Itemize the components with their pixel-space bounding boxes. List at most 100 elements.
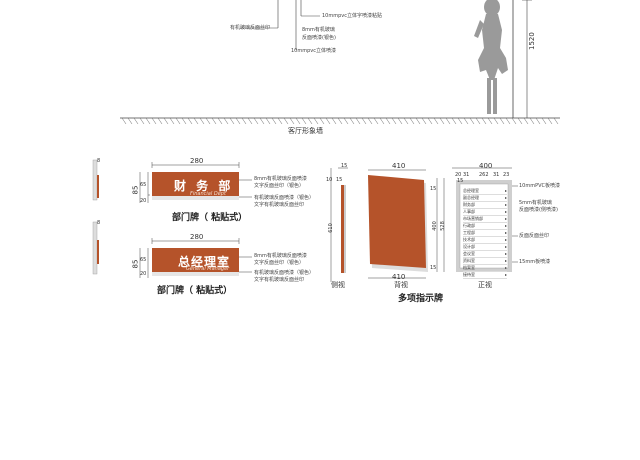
- floor-hatch: [487, 117, 493, 125]
- floor-hatch: [193, 117, 199, 125]
- woman-silhouette: [474, 0, 508, 114]
- floor-hatch: [337, 117, 343, 125]
- dir-row: 财务部▸: [463, 202, 507, 209]
- floor-hatch: [217, 117, 223, 125]
- arrow-icon: ▸: [504, 209, 507, 214]
- sign1-subdim-1: 20: [140, 198, 147, 204]
- dir-back-width: 410: [392, 162, 406, 170]
- floor-hatch: [331, 117, 337, 125]
- dir-note-4: 反面反面丝印: [519, 233, 550, 239]
- dir-back-h-3: 400: [431, 221, 438, 231]
- floor-hatch: [265, 117, 271, 125]
- floor-hatch: [379, 117, 385, 125]
- floor-hatch: [295, 117, 301, 125]
- floor-hatch: [127, 117, 133, 125]
- sign1-side-dim: 8: [97, 158, 101, 164]
- dir-caption: 多项指示牌: [398, 294, 444, 304]
- floor-hatch: [391, 117, 397, 125]
- sign1-subdim-2: 65: [140, 182, 147, 188]
- floor-hatch: [433, 117, 439, 125]
- dir-side-label: 侧视: [331, 281, 345, 289]
- arrow-icon: ▸: [504, 230, 507, 235]
- floor-hatch: [133, 117, 139, 125]
- arrow-icon: ▸: [504, 202, 507, 207]
- callout-silver-paint: 反面喷漆(银色): [302, 35, 336, 41]
- floor-hatch: [523, 117, 529, 125]
- dir-row: 人事部▸: [463, 209, 507, 216]
- floor-hatch: [367, 117, 373, 125]
- sign1-note-4: 文字有机玻璃反面丝印: [254, 202, 305, 208]
- dir-note-5: 15mm板喷漆: [519, 259, 551, 265]
- dir-row: 设计部▸: [463, 244, 507, 251]
- arrow-icon: ▸: [504, 258, 507, 263]
- floor-hatch: [385, 117, 391, 125]
- floor-hatch: [415, 117, 421, 125]
- dir-note-2: 5mm有机玻璃: [519, 200, 552, 206]
- dir-row: 副总经理▸: [463, 195, 507, 202]
- floor-hatch: [469, 117, 475, 125]
- arrow-icon: ▸: [504, 265, 507, 270]
- sign1-title: 财 务 部: [174, 179, 234, 193]
- floor-hatch: [181, 117, 187, 125]
- floor-hatch: [211, 117, 217, 125]
- dir-row: 接待室▸: [463, 272, 507, 279]
- sign2-english: General Manager: [186, 266, 230, 272]
- arrow-icon: ▸: [504, 251, 507, 256]
- floor-hatch: [403, 117, 409, 125]
- arrow-icon: ▸: [504, 272, 507, 277]
- floor-hatch: [253, 117, 259, 125]
- sign2-height-dim: 85: [131, 259, 140, 269]
- floor-hatch: [235, 117, 241, 125]
- callout-pvc-letters: 10mmpvc立体字喷漆粘贴: [322, 13, 382, 19]
- floor-hatch: [325, 117, 331, 125]
- sign1-note-2: 文字反面丝印（银色）: [254, 183, 305, 189]
- sign1-english: Financial Dept: [190, 191, 226, 197]
- floor-hatch: [205, 117, 211, 125]
- floor-hatch: [361, 117, 367, 125]
- floor-hatch: [277, 117, 283, 125]
- dir-front-sub-5: 23: [503, 172, 510, 178]
- floor-hatch: [541, 117, 547, 125]
- floor-hatch: [511, 117, 517, 125]
- floor-hatch: [547, 117, 553, 125]
- floor-hatch: [409, 117, 415, 125]
- sign1-height-dim: 85: [131, 185, 140, 195]
- dir-front-margin: 15: [457, 178, 464, 184]
- dir-side-dim-1: 15: [341, 163, 348, 169]
- sign1-note-1: 8mm有机玻璃反面喷漆: [254, 176, 307, 182]
- callout-acrylic-8mm: 8mm有机玻璃: [302, 27, 335, 33]
- floor-hatch: [421, 117, 427, 125]
- dir-front-top: 400: [479, 162, 493, 170]
- callout-acrylic-print: 有机玻璃反面丝印: [230, 25, 271, 31]
- floor-hatch: [499, 117, 505, 125]
- floor-hatch: [199, 117, 205, 125]
- dir-back-h-1: 15: [430, 186, 437, 192]
- dir-back-h-2: 15: [430, 265, 437, 271]
- arrow-icon: ▸: [504, 244, 507, 249]
- sign2-plate: 总经理室 General Manager: [152, 248, 239, 272]
- floor-hatch: [289, 117, 295, 125]
- floor-hatch: [553, 117, 559, 125]
- floor-hatch: [439, 117, 445, 125]
- dir-rows: 总经理室▸副总经理▸财务部▸人事部▸市场营销部▸行政部▸工程部▸技术部▸设计部▸…: [463, 188, 507, 279]
- dir-row: 总经理室▸: [463, 188, 507, 195]
- floor-hatch: [259, 117, 265, 125]
- floor-hatch: [313, 117, 319, 125]
- sign1-base: [152, 196, 239, 200]
- dir-front-sub-3: 262: [479, 172, 489, 178]
- floor-hatch: [247, 117, 253, 125]
- sign2-caption: 部门牌（ 粘贴式）: [157, 286, 233, 296]
- floor-hatch: [121, 117, 127, 125]
- floor-hatch: [445, 117, 451, 125]
- sign2-title: 总经理室: [178, 255, 231, 269]
- dir-side-dim-4: 610: [327, 223, 334, 233]
- floor-hatch: [463, 117, 469, 125]
- arrow-icon: ▸: [504, 237, 507, 242]
- floor-hatch: [283, 117, 289, 125]
- floor-hatch: [493, 117, 499, 125]
- dir-front-sub-1: 20: [455, 172, 462, 178]
- floor-hatch: [457, 117, 463, 125]
- sign1-plate: 财 务 部 Financial Dept: [152, 172, 239, 197]
- callout-pvc-paint: 10mmpvc立体喷漆: [291, 48, 336, 54]
- floor-hatch: [271, 117, 277, 125]
